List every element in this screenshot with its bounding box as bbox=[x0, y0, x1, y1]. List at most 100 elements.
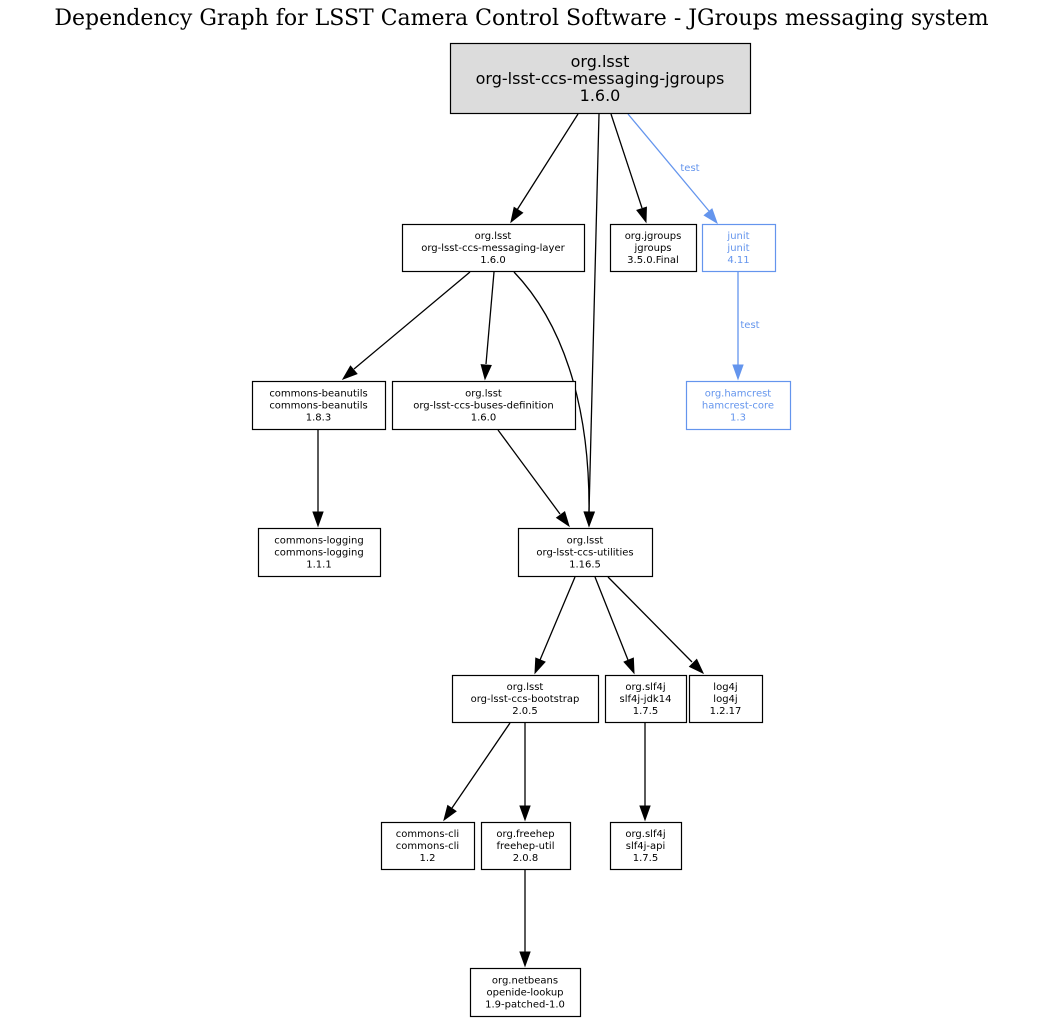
node-label-line: junit bbox=[726, 231, 749, 242]
node-box bbox=[685, 380, 792, 431]
edge-arrowhead bbox=[519, 805, 531, 822]
node-label-line: openide-lookup bbox=[486, 988, 563, 999]
node-box bbox=[449, 42, 752, 115]
node-buses-definition[interactable]: org.lsstorg-lsst-ccs-buses-definition1.6… bbox=[391, 380, 577, 431]
node-label-line: 1.9-patched-1.0 bbox=[485, 1000, 565, 1011]
node-label-line: org-lsst-ccs-utilities bbox=[536, 548, 633, 559]
edge-line bbox=[610, 113, 643, 209]
edge-arrowhead bbox=[534, 657, 546, 675]
edge-freehep-to-openide bbox=[519, 870, 531, 968]
edge-arrowhead bbox=[688, 658, 705, 675]
node-label-line: freehep-util bbox=[497, 841, 555, 852]
edge-line bbox=[539, 576, 576, 661]
edge-line bbox=[607, 576, 693, 663]
node-box bbox=[251, 380, 387, 431]
node-box bbox=[609, 223, 698, 273]
node-root[interactable]: org.lsstorg-lsst-ccs-messaging-jgroups1.… bbox=[449, 42, 752, 115]
node-label-line: org-lsst-ccs-bootstrap bbox=[471, 694, 580, 705]
node-openide-lookup[interactable]: org.netbeansopenide-lookup1.9-patched-1.… bbox=[469, 967, 582, 1018]
node-label-line: commons-logging bbox=[274, 536, 363, 547]
edge-root-to-utilities bbox=[583, 113, 600, 528]
node-label-line: log4j bbox=[713, 694, 737, 705]
edge-arrowhead bbox=[341, 365, 358, 380]
node-label-line: 1.6.0 bbox=[471, 413, 496, 424]
edge-messaging-layer-to-beanutils bbox=[341, 271, 471, 380]
node-label-line: 2.0.8 bbox=[513, 853, 538, 864]
edge-line bbox=[497, 429, 561, 515]
edge-arrowhead bbox=[510, 206, 524, 224]
edge-line bbox=[513, 271, 590, 513]
edge-line bbox=[516, 113, 579, 211]
node-label-line: log4j bbox=[713, 682, 737, 693]
edge-buses-definition-to-utilities bbox=[497, 429, 570, 528]
node-label-line: 1.16.5 bbox=[569, 560, 601, 571]
node-label-line: org.slf4j bbox=[625, 682, 665, 693]
node-box bbox=[701, 223, 777, 273]
node-label-line: 1.3 bbox=[730, 413, 746, 424]
node-label-line: 1.2.17 bbox=[710, 706, 742, 717]
edge-slf4j-jdk14-to-slf4j-api bbox=[639, 723, 651, 822]
edge-label: test bbox=[680, 163, 699, 174]
edge-arrowhead bbox=[555, 510, 570, 528]
node-label-line: org.hamcrest bbox=[705, 389, 772, 400]
edge-bootstrap-to-commons-cli bbox=[443, 722, 511, 822]
node-label-line: 2.0.5 bbox=[512, 706, 537, 717]
node-label-line: org-lsst-ccs-messaging-layer bbox=[421, 243, 565, 254]
node-box bbox=[391, 380, 577, 431]
node-box bbox=[688, 674, 764, 724]
node-label-line: commons-beanutils bbox=[269, 401, 367, 412]
edge-arrowhead bbox=[312, 511, 324, 528]
edge-bootstrap-to-freehep bbox=[519, 723, 531, 822]
node-box bbox=[480, 821, 572, 871]
node-box bbox=[401, 223, 586, 273]
node-label-line: org-lsst-ccs-buses-definition bbox=[413, 401, 554, 412]
edge-line bbox=[353, 271, 471, 370]
node-messaging-layer[interactable]: org.lsstorg-lsst-ccs-messaging-layer1.6.… bbox=[401, 223, 586, 273]
edge-root-to-messaging-layer bbox=[510, 113, 579, 224]
node-label-line: org.freehep bbox=[496, 829, 554, 840]
node-label-line: 1.7.5 bbox=[633, 706, 658, 717]
node-label-line: 1.8.3 bbox=[306, 413, 331, 424]
node-box bbox=[469, 967, 582, 1018]
node-label-line: org.slf4j bbox=[625, 829, 665, 840]
node-box bbox=[609, 821, 683, 871]
edge-root-to-jgroups bbox=[610, 113, 647, 224]
node-label-line: org-lsst-ccs-messaging-jgroups bbox=[476, 69, 725, 88]
node-label-line: commons-logging bbox=[274, 548, 363, 559]
edge-arrowhead bbox=[480, 364, 492, 381]
node-label-line: org.lsst bbox=[465, 389, 502, 400]
node-box bbox=[604, 674, 688, 724]
node-box bbox=[257, 527, 382, 578]
edge-arrowhead bbox=[519, 951, 531, 968]
edge-utilities-to-slf4j-jdk14 bbox=[594, 576, 635, 675]
node-label-line: 1.6.0 bbox=[580, 86, 621, 105]
node-label-line: org.netbeans bbox=[492, 976, 558, 987]
edge-arrowhead bbox=[639, 805, 651, 822]
node-box bbox=[380, 821, 476, 871]
node-label-line: 1.7.5 bbox=[633, 853, 658, 864]
edge-label: test bbox=[740, 320, 759, 331]
node-box bbox=[451, 674, 600, 724]
edge-arrowhead bbox=[732, 364, 744, 381]
node-label-line: 1.6.0 bbox=[480, 255, 505, 266]
edge-arrowhead bbox=[636, 206, 647, 224]
node-label-line: slf4j-api bbox=[626, 841, 666, 852]
node-label-line: jgroups bbox=[633, 243, 671, 254]
node-label-line: org.lsst bbox=[475, 231, 512, 242]
node-label-line: 1.2 bbox=[420, 853, 436, 864]
edge-root-to-junit: test bbox=[627, 113, 718, 225]
node-box bbox=[517, 527, 654, 578]
node-label-line: org.lsst bbox=[507, 682, 544, 693]
